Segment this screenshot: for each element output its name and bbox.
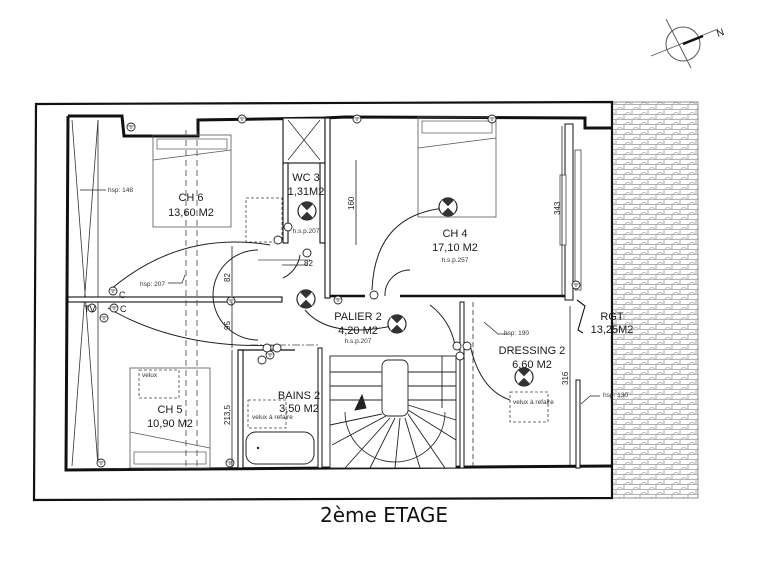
room-ch6-area: 13,60 M2 (168, 207, 214, 219)
room-ch4-hsp: h.s.p.257 (442, 257, 469, 264)
room-wc3-name: WC 3 (292, 172, 320, 184)
annotation-velux-refaire-dressing: velux à refaire (513, 399, 554, 406)
outlet-tv-label: TV (84, 304, 96, 314)
room-rgt-area: 13,25M2 (591, 324, 634, 336)
bed-ch6 (152, 134, 232, 228)
dimension-160: 160 (347, 196, 356, 210)
dimension-213-5: 213,5 (223, 404, 232, 425)
room-palier2-area: 4,20 M2 (338, 325, 378, 337)
room-ch5-name: CH 5 (157, 404, 182, 416)
room-dressing2-name: DRESSING 2 (499, 345, 566, 357)
bed-ch4 (417, 116, 497, 218)
annotation-velux: velux (142, 372, 158, 379)
compass-icon (650, 18, 719, 69)
room-ch6-name: CH 6 (178, 192, 203, 204)
room-ch4-name: CH 4 (442, 228, 467, 240)
staircase (329, 355, 457, 469)
exterior-wall (68, 114, 612, 138)
room-ch4-area: 17,10 M2 (432, 242, 478, 254)
outlet-c-label-ch6: C (119, 290, 126, 300)
annotation-hsp148: hsp: 148 (108, 187, 133, 194)
dimension-343: 343 (553, 201, 562, 215)
room-bains2-area: 3,50 M2 (279, 403, 319, 415)
room-wc3-area: 1,31M2 (288, 186, 325, 198)
room-palier2-name: PALIER 2 (334, 311, 382, 323)
compass-north-label: N (715, 27, 726, 40)
bed-ch5 (129, 367, 211, 469)
annotation-hsp207: hsp: 207 (140, 281, 165, 288)
dimension-82-horizontal: 82 (304, 259, 313, 268)
roof-tiles (611, 101, 699, 499)
room-dressing2-area: 6,60 M2 (512, 359, 552, 371)
dimension-95: 95 (223, 321, 232, 330)
dimension-82-vertical: 82 (223, 273, 232, 282)
outlet-c-label-ch5: C (120, 304, 127, 314)
dimension-316: 316 (561, 371, 570, 385)
room-ch5-area: 10,90 M2 (147, 418, 193, 430)
room-wc3-hsp: h.s.p.207 (293, 228, 320, 235)
room-palier2-hsp: h.s.p.207 (345, 338, 372, 345)
annotation-velux-refaire-bains: velux à refaire (252, 414, 293, 421)
annotation-hsp130: hsp: 130 (603, 392, 628, 399)
annotation-hsp190: hsp: 190 (504, 330, 529, 337)
room-rgt-name: RGT (600, 311, 624, 323)
outer-frame (32, 100, 614, 502)
room-bains2-name: BAINS 2 (278, 390, 320, 402)
plan-title: 2ème ETAGE (320, 503, 448, 527)
